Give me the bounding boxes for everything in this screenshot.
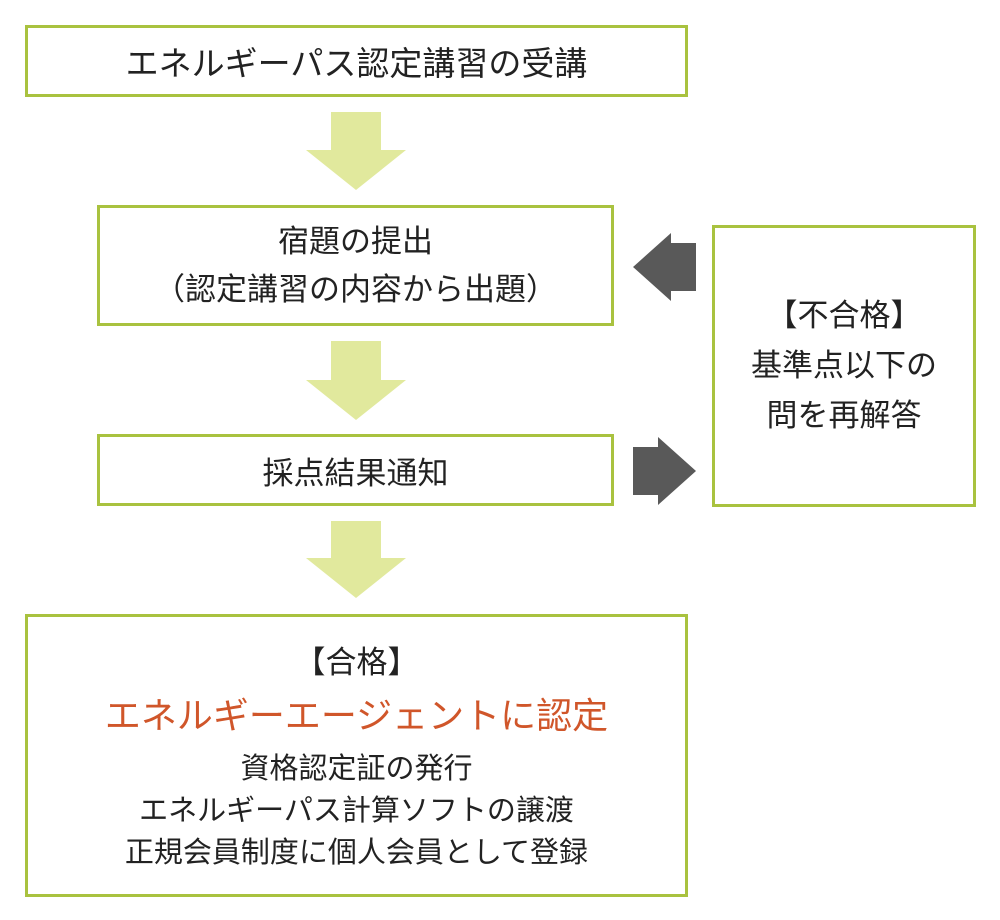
step-assignment-title: 宿題の提出	[278, 223, 433, 260]
arrow-left-icon	[633, 233, 696, 301]
pass-main-label: エネルギーエージェントに認定	[104, 695, 609, 737]
pass-benefit-2: エネルギーパス計算ソフトの譲渡	[139, 792, 574, 827]
step-assignment-note: （認定講習の内容から出題）	[154, 271, 557, 308]
step-enroll-box: エネルギーパス認定講習の受講	[25, 25, 688, 97]
step-result-label: 採点結果通知	[262, 455, 449, 492]
arrow-down-icon	[306, 521, 406, 598]
fail-line-1: 基準点以下の	[751, 348, 937, 384]
arrow-right-icon	[633, 437, 696, 505]
step-enroll-label: エネルギーパス認定講習の受講	[125, 44, 588, 83]
step-result-box: 採点結果通知	[97, 434, 614, 506]
fail-heading: 【不合格】	[766, 298, 922, 334]
pass-benefit-3: 正規会員制度に個人会員として登録	[124, 834, 589, 869]
fail-line-2: 問を再解答	[766, 398, 922, 434]
pass-heading: 【合格】	[294, 644, 419, 681]
arrow-down-icon	[306, 112, 406, 190]
arrow-down-icon	[306, 341, 406, 420]
step-assignment-box: 宿題の提出 （認定講習の内容から出題）	[97, 205, 614, 326]
pass-box: 【合格】 エネルギーエージェントに認定 資格認定証の発行 エネルギーパス計算ソフ…	[25, 614, 688, 897]
pass-benefit-1: 資格認定証の発行	[240, 750, 473, 785]
fail-box: 【不合格】 基準点以下の 問を再解答	[712, 225, 976, 507]
